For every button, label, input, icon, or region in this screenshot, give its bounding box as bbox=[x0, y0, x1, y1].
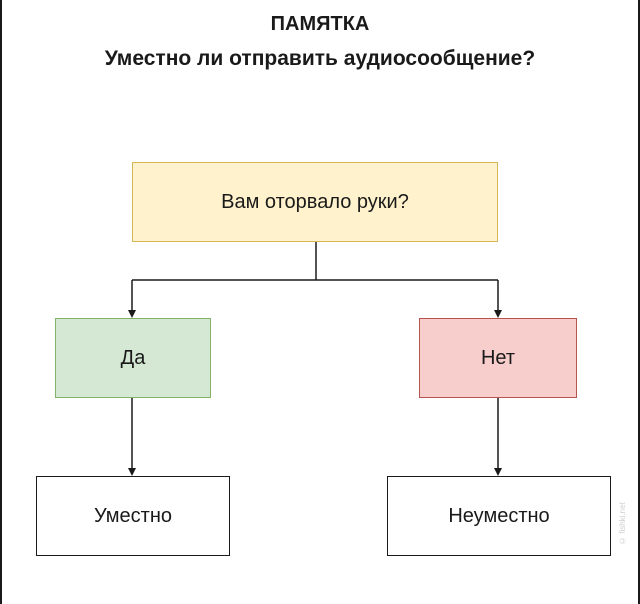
diagram-title: ПАМЯТКА bbox=[270, 13, 370, 35]
no-node: Нет bbox=[419, 318, 577, 398]
inappropriate-node-label: Неуместно bbox=[448, 504, 550, 527]
inappropriate-node: Неуместно bbox=[387, 476, 611, 556]
arrowhead-yes bbox=[128, 310, 136, 318]
arrowhead-no bbox=[494, 310, 502, 318]
diagram-subtitle: Уместно ли отправить аудиосообщение? bbox=[104, 47, 536, 70]
appropriate-node-label: Уместно bbox=[93, 504, 172, 527]
arrowhead-appropriate bbox=[128, 468, 136, 476]
watermark: © fishki.net bbox=[618, 502, 627, 545]
yes-node: Да bbox=[55, 318, 211, 398]
no-node-label: Нет bbox=[480, 346, 516, 369]
question-node-label: Вам оторвало руки? bbox=[221, 190, 409, 213]
appropriate-node: Уместно bbox=[36, 476, 230, 556]
arrowhead-inappropriate bbox=[494, 468, 502, 476]
yes-node-label: Да bbox=[120, 346, 146, 369]
question-node: Вам оторвало руки? bbox=[132, 162, 498, 242]
